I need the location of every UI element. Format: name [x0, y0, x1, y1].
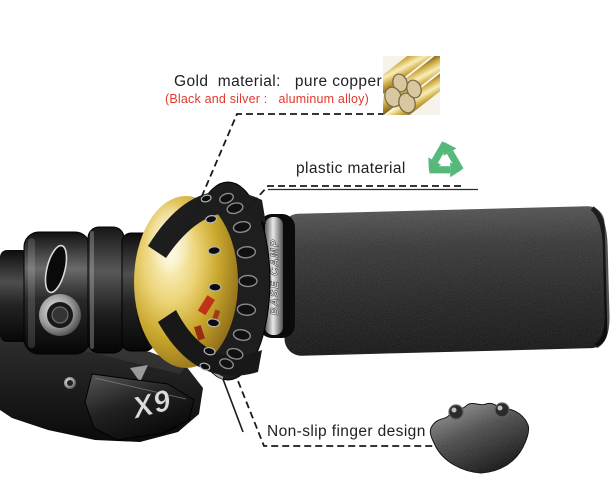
- recycle-icon: [428, 141, 464, 178]
- nonslip-lever-photo: [429, 402, 530, 474]
- brand-ring-label: BASE CAMP: [269, 239, 281, 316]
- copper-rods-photo: [383, 56, 440, 115]
- shifter-body: X9: [0, 332, 203, 442]
- foam-grip: [281, 206, 610, 356]
- plastic-material-label: plastic material: [296, 160, 406, 177]
- nonslip-design-label: Non-slip finger design: [267, 423, 426, 440]
- aluminum-alloy-note: (Black and silver : aluminum alloy): [165, 92, 369, 106]
- x9-paddle: [84, 373, 195, 441]
- gold-material-label: Gold material: pure copper: [174, 73, 383, 90]
